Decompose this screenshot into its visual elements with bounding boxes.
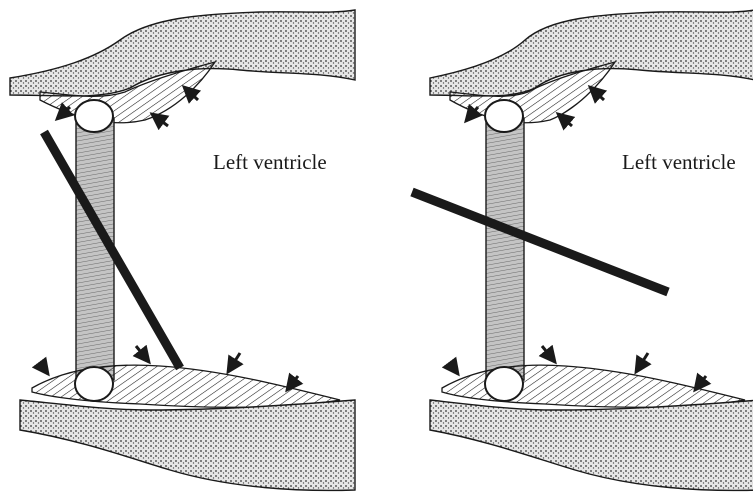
bottom-annulus-node (485, 367, 523, 401)
arrow (152, 114, 168, 126)
panel-right: Left ventricle (400, 0, 753, 497)
ventricle-label: Left ventricle (213, 150, 327, 175)
arrow (542, 346, 555, 362)
panel-left: Left ventricle (0, 0, 376, 497)
arrow (558, 114, 572, 126)
ventricle-label: Left ventricle (622, 150, 736, 175)
arrow (228, 353, 240, 372)
bottom-annulus-node (75, 367, 113, 401)
arrow (590, 87, 604, 100)
panel-right-drawing (400, 0, 753, 497)
bottom-wall (430, 400, 753, 490)
bottom-wall (20, 400, 355, 490)
chord-column (486, 118, 524, 380)
arrow (452, 366, 458, 374)
arrow (136, 346, 149, 362)
slanted-bar (412, 192, 668, 292)
top-annulus-node (75, 100, 113, 132)
arrow (695, 376, 706, 390)
top-annulus-node (485, 100, 523, 132)
arrow (636, 353, 648, 372)
arrow (42, 366, 48, 374)
panel-left-drawing (0, 0, 376, 497)
